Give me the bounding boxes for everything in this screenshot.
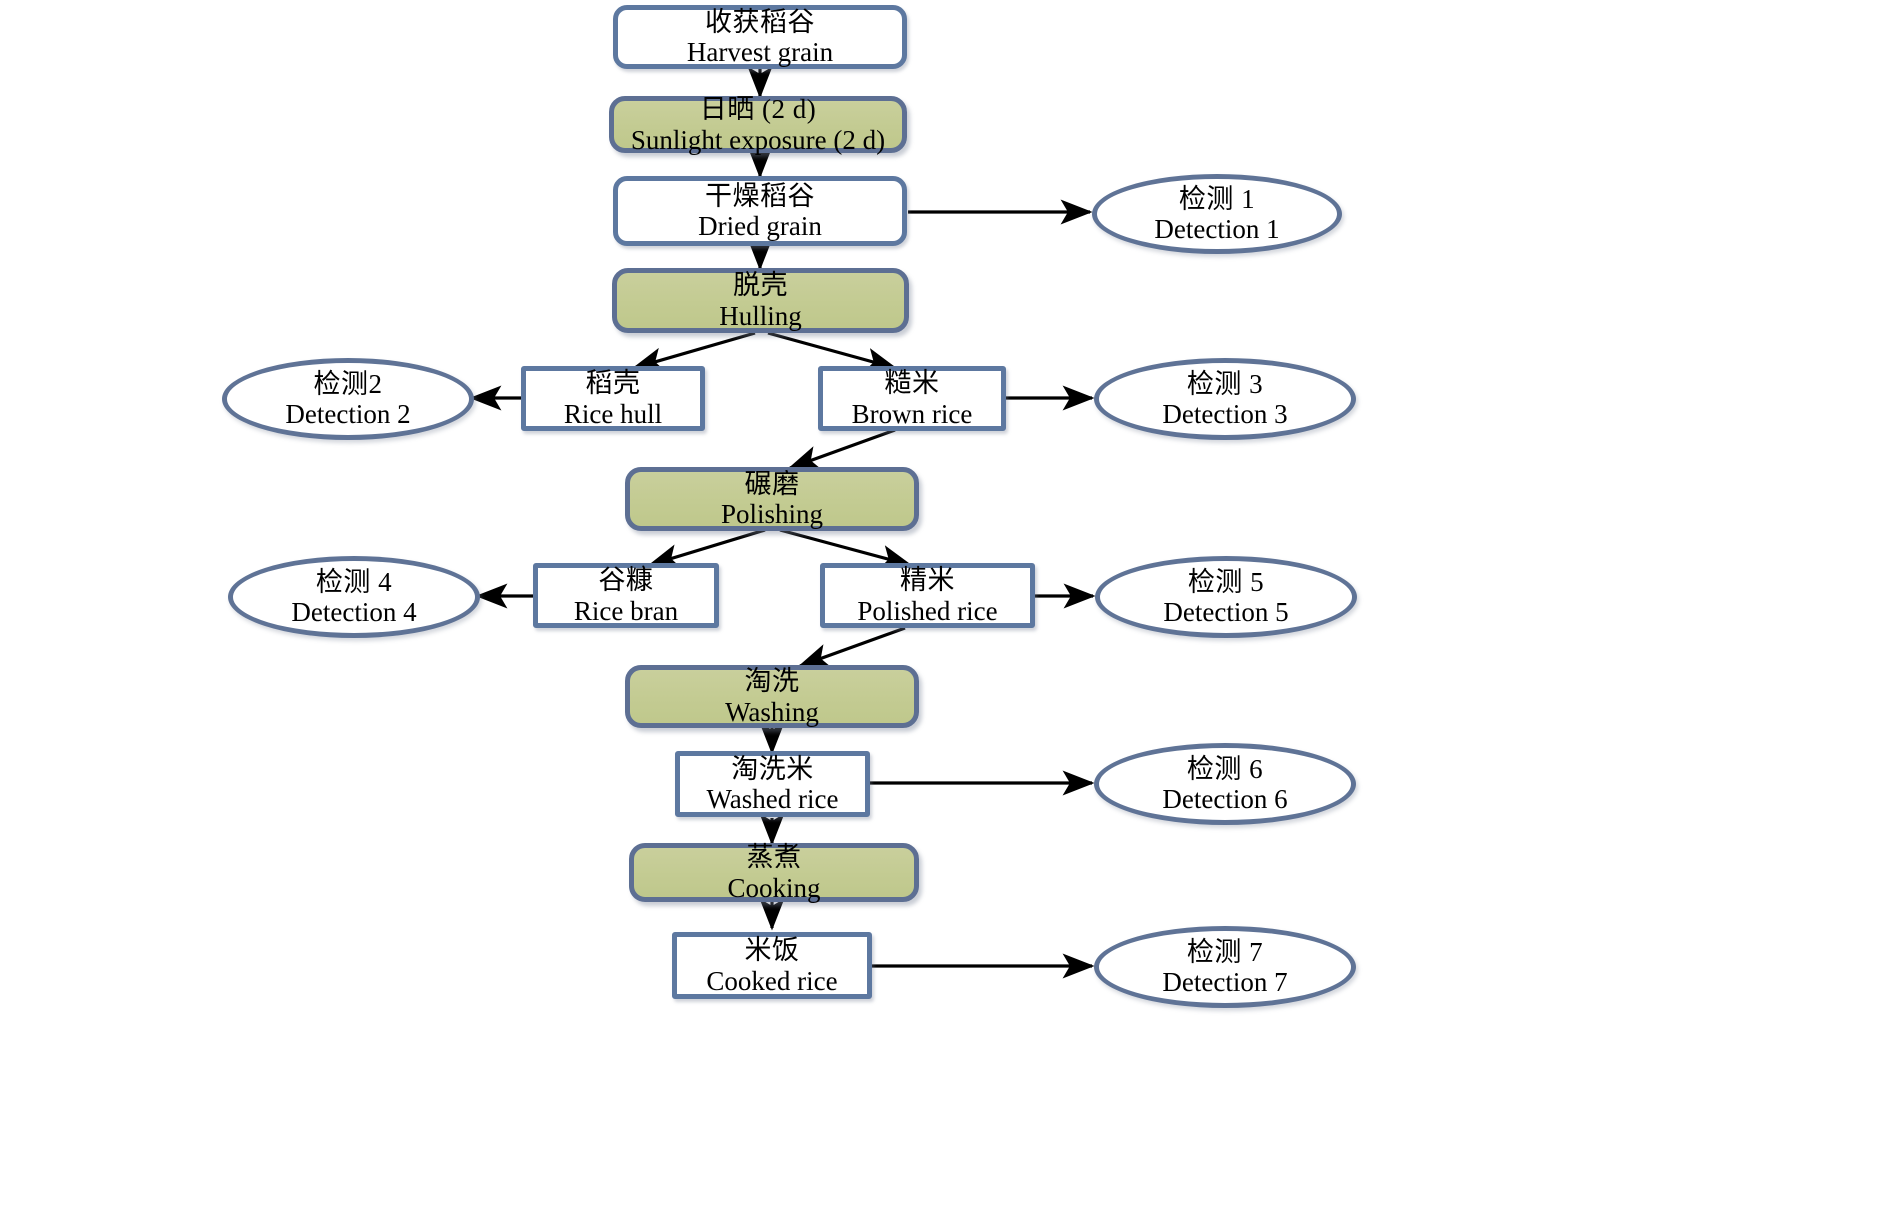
node-hulling[interactable]: 脱壳 Hulling [612,268,909,333]
detection-2-ellipse[interactable]: 检测2 Detection 2 [222,358,474,440]
node-cooked-rice-cn: 米饭 [744,935,800,966]
detection-1-cn: 检测 1 [1178,183,1256,214]
detection-7-cn: 检测 7 [1186,936,1264,967]
node-sunlight-exposure[interactable]: 日晒 (2 d) Sunlight exposure (2 d) [609,94,907,155]
node-sunlight-exposure-cn: 日晒 (2 d) [699,94,817,125]
detection-3-en: Detection 3 [1162,399,1288,429]
detection-4-cn: 检测 4 [315,566,393,597]
detection-6-ellipse[interactable]: 检测 6 Detection 6 [1094,743,1356,825]
detection-7-en: Detection 7 [1162,967,1288,997]
detection-4-ellipse[interactable]: 检测 4 Detection 4 [228,556,480,638]
edge-hulling-ricehull [631,331,756,372]
node-cooked-rice[interactable]: 米饭 Cooked rice [672,932,872,999]
node-washing[interactable]: 淘洗 Washing [625,665,919,728]
detection-3-ellipse[interactable]: 检测 3 Detection 3 [1094,358,1356,440]
node-washed-rice-en: Washed rice [706,784,839,814]
detection-4-en: Detection 4 [291,597,417,627]
edge-brownrice-polishing [787,428,896,470]
node-polished-rice[interactable]: 精米 Polished rice [820,563,1035,628]
node-dried-grain-cn: 干燥稻谷 [705,180,815,211]
node-sunlight-exposure-en: Sunlight exposure (2 d) [630,124,886,155]
node-rice-hull-cn: 稻壳 [585,368,641,399]
edge-polishing-ricebran [647,528,766,569]
node-rice-bran-en: Rice bran [573,595,679,626]
node-dried-grain-en: Dried grain [698,211,822,241]
edge-polishing-polished [779,528,913,570]
detection-6-en: Detection 6 [1162,784,1288,814]
detection-3-cn: 检测 3 [1186,368,1264,399]
node-cooking-en: Cooking [727,872,821,903]
node-polishing[interactable]: 碾磨 Polishing [625,467,919,531]
node-washing-en: Washing [725,696,819,727]
node-rice-bran[interactable]: 谷糠 Rice bran [533,563,719,628]
node-harvest-grain-cn: 收获稻谷 [705,6,815,37]
detection-7-ellipse[interactable]: 检测 7 Detection 7 [1094,926,1356,1008]
node-harvest-grain[interactable]: 收获稻谷 Harvest grain [613,5,907,69]
node-washed-rice-cn: 淘洗米 [731,753,814,784]
node-washed-rice[interactable]: 淘洗米 Washed rice [675,751,870,817]
node-polished-rice-en: Polished rice [857,595,998,626]
detection-2-en: Detection 2 [285,399,411,429]
detection-5-cn: 检测 5 [1187,566,1265,597]
node-rice-hull[interactable]: 稻壳 Rice hull [521,366,705,431]
node-hulling-cn: 脱壳 [733,270,788,301]
node-cooking-cn: 蒸煮 [746,842,802,873]
node-hulling-en: Hulling [719,300,802,331]
node-polishing-cn: 碾磨 [744,468,800,499]
detection-2-cn: 检测2 [313,368,383,399]
detection-1-ellipse[interactable]: 检测 1 Detection 1 [1092,174,1342,254]
edge-hulling-brownrice [767,331,898,373]
node-cooked-rice-en: Cooked rice [706,965,838,996]
node-brown-rice[interactable]: 糙米 Brown rice [818,366,1006,431]
node-dried-grain[interactable]: 干燥稻谷 Dried grain [613,176,907,246]
node-rice-hull-en: Rice hull [563,398,663,429]
edge-polished-washing [797,626,906,668]
detection-5-ellipse[interactable]: 检测 5 Detection 5 [1095,556,1357,638]
node-cooking[interactable]: 蒸煮 Cooking [629,842,919,903]
node-polished-rice-cn: 精米 [900,565,955,596]
node-washing-cn: 淘洗 [744,666,800,697]
detection-5-en: Detection 5 [1163,597,1289,627]
node-harvest-grain-en: Harvest grain [686,37,834,67]
detection-6-cn: 检测 6 [1186,753,1264,784]
node-brown-rice-cn: 糙米 [884,368,940,399]
node-rice-bran-cn: 谷糠 [598,565,654,596]
node-polishing-en: Polishing [720,499,824,529]
detection-1-en: Detection 1 [1154,214,1280,244]
node-brown-rice-en: Brown rice [851,398,973,429]
